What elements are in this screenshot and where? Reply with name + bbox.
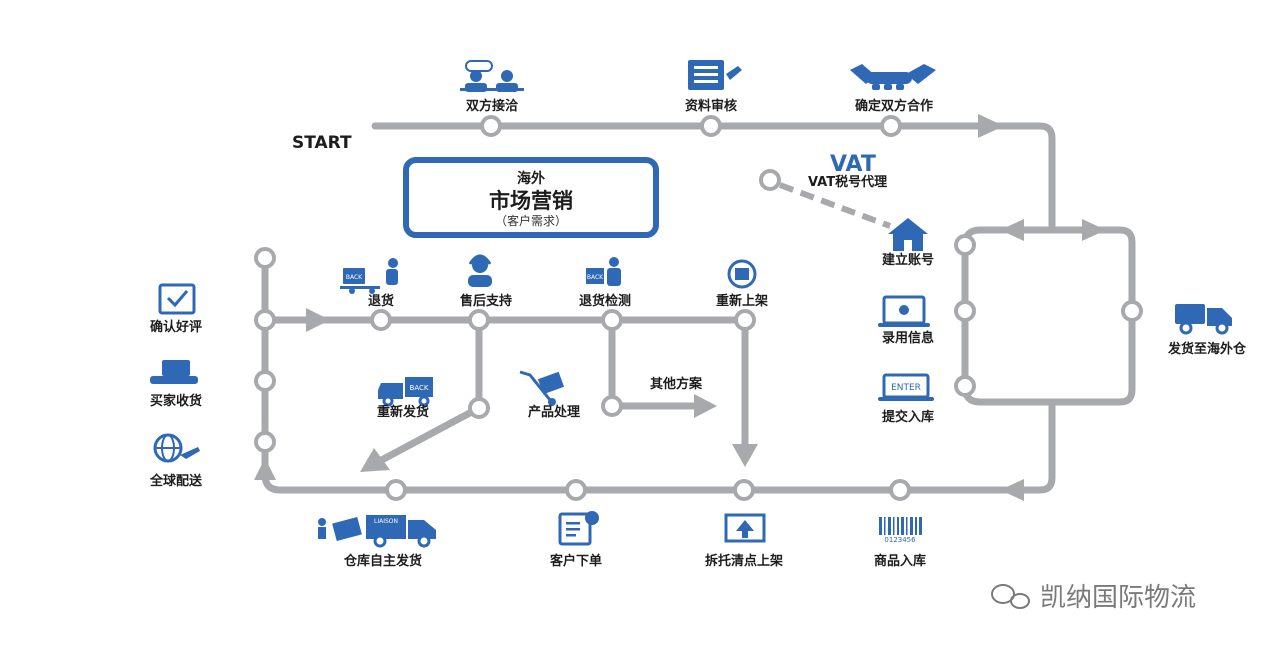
arrow-bottom-left [1000, 479, 1024, 501]
back-tag-resend: BACK [410, 384, 429, 392]
label-negotiate: 双方接洽 [466, 98, 519, 114]
node-info [954, 300, 976, 322]
globe-plane-icon [153, 433, 200, 463]
label-receive: 买家收货 [150, 393, 202, 409]
label-unpack: 拆托清点上架 [705, 553, 783, 569]
label-handle: 产品处理 [528, 404, 580, 420]
node-cooperate [880, 115, 902, 137]
arrow-reshelf-down [732, 444, 758, 467]
flow-nodes [254, 115, 1143, 501]
return-cart-icon [340, 258, 398, 294]
center-box-main: 市场营销 [489, 189, 573, 213]
meeting-icon [460, 60, 524, 92]
arrow-left-up [254, 458, 276, 480]
laptop-info-icon [878, 295, 930, 327]
arrow-other-right [694, 394, 717, 418]
handshake-icon [850, 64, 936, 90]
label-inspect: 退货检测 [579, 293, 631, 309]
node-unpack [733, 479, 755, 501]
truck-brand: LIAISON [374, 518, 398, 525]
label-review: 资料审核 [685, 98, 737, 114]
node-left-top [254, 247, 276, 269]
node-review [700, 115, 722, 137]
label-warehouse-ship: 仓库自主发货 [343, 553, 422, 569]
back-tag-return: BACK [346, 274, 363, 281]
right-down-line [261, 398, 1056, 494]
watermark-text: 凯纳国际物流 [1040, 583, 1196, 613]
wechat-icon [991, 584, 1030, 609]
barcode-number: 0123456 [884, 536, 916, 544]
clipboard-order-icon [558, 511, 599, 546]
arrow-top-right [978, 114, 1004, 138]
inspect-box-icon [586, 257, 621, 286]
node-inspect [601, 309, 623, 331]
icons [150, 60, 1232, 548]
back-tag-inspect: BACK [587, 274, 604, 281]
label-storage: 商品入库 [874, 553, 926, 569]
arrow-middle-right [306, 308, 330, 332]
label-return: 退货 [368, 293, 394, 309]
node-negotiate [480, 115, 502, 137]
label-aftersale: 售后支持 [460, 293, 512, 309]
node-handle [601, 395, 623, 417]
package-receive-icon [150, 360, 198, 384]
enter-tag: ENTER [891, 383, 921, 393]
node-order [565, 479, 587, 501]
node-warehouse-ship [385, 479, 407, 501]
node-aftersale [468, 309, 490, 331]
node-resend [468, 397, 490, 419]
label-review-good: 确认好评 [150, 319, 202, 335]
label-ship: 发货至海外仓 [1167, 341, 1247, 357]
label-reshelf: 重新上架 [716, 293, 768, 309]
node-receive [254, 370, 276, 392]
arrow-resend-shaft [374, 404, 483, 466]
checklist-icon [158, 283, 196, 315]
flow-lines [261, 122, 1136, 494]
label-cooperate: 确定双方合作 [855, 98, 933, 114]
top-flow-line [371, 122, 1056, 234]
node-account [954, 234, 976, 256]
start-label: START [292, 133, 352, 153]
hand-truck-icon [519, 370, 565, 406]
document-server-icon [688, 60, 742, 90]
node-review-good [254, 309, 276, 331]
label-account: 建立账号 [882, 252, 934, 268]
house-icon [888, 218, 928, 251]
center-box [403, 157, 659, 238]
center-box-sub: （客户需求） [495, 213, 567, 228]
headset-support-icon [468, 254, 492, 287]
vat-dashed-line [778, 182, 892, 229]
resend-truck-icon [378, 377, 433, 407]
node-storage [889, 479, 911, 501]
label-submit: 提交入库 [882, 409, 934, 425]
unpack-shelf-icon [724, 513, 766, 543]
vat-label: VAT税号代理 [808, 174, 887, 190]
node-ship [1121, 300, 1143, 322]
node-global [254, 431, 276, 453]
label-global: 全球配送 [149, 473, 203, 489]
label-other: 其他方案 [650, 376, 703, 392]
delivery-truck-icon [1175, 304, 1232, 335]
vat-title: VAT [830, 152, 876, 177]
node-return [370, 309, 392, 331]
node-reshelf [734, 309, 756, 331]
center-box-top: 海外 [517, 170, 545, 187]
warehouse-truck-icon [318, 515, 436, 548]
reshelf-cycle-icon [727, 259, 757, 289]
arrow-resend-head [360, 448, 390, 472]
arrow-loop-right [1082, 219, 1106, 241]
arrowheads [254, 114, 1106, 501]
label-info: 录用信息 [882, 330, 934, 346]
label-resend: 重新发货 [377, 404, 429, 420]
arrow-loop-left [1000, 219, 1024, 241]
node-submit [954, 375, 976, 397]
label-order: 客户下单 [550, 553, 602, 569]
enter-laptop-icon [878, 373, 934, 401]
right-loop-line [961, 226, 1136, 406]
barcode-icon [879, 517, 922, 535]
node-vat [759, 169, 781, 191]
